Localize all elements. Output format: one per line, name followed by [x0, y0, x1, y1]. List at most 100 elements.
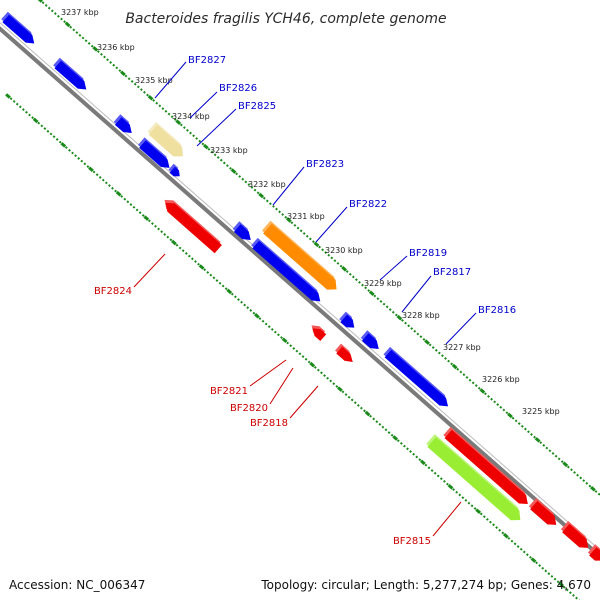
inner-scale-tick	[378, 422, 382, 426]
inner-scale-tick	[387, 431, 391, 434]
outer-scale-tick	[127, 77, 131, 81]
inner-scale-tick	[198, 264, 205, 270]
inner-scale-tick	[369, 414, 373, 418]
outer-scale-tick	[588, 484, 592, 488]
inner-scale-tick	[498, 528, 502, 532]
scale-label: 3236 kbp	[97, 43, 135, 52]
outer-scale-tick	[502, 408, 506, 412]
inner-scale-tick	[415, 455, 419, 459]
outer-scale-tick	[195, 137, 199, 140]
outer-scale-tick	[428, 343, 432, 347]
inner-scale-tick	[289, 344, 293, 348]
outer-scale-tick	[235, 172, 239, 176]
outer-scale-tick	[37, 0, 43, 3]
outer-scale-tick	[158, 104, 162, 108]
inner-scale-tick	[510, 539, 514, 543]
outer-scale-tick	[330, 256, 334, 260]
gene-forward	[53, 57, 87, 90]
outer-scale-tick	[47, 6, 51, 10]
outer-scale-tick	[477, 386, 481, 390]
inner-scale-tick	[115, 190, 122, 197]
outer-scale-tick	[265, 199, 269, 203]
gene-reverse	[443, 426, 528, 504]
inner-scale-tick	[403, 444, 406, 448]
outer-scale-tick	[167, 112, 171, 116]
outer-scale-tick	[321, 248, 325, 252]
outer-scale-tick	[505, 411, 509, 415]
outer-scale-tick	[424, 339, 430, 345]
inner-scale-tick	[194, 260, 197, 263]
outer-scale-tick	[302, 232, 306, 235]
outer-scale-tick	[401, 319, 404, 322]
outer-scale-tick	[87, 42, 91, 45]
inner-scale-tick	[513, 542, 517, 546]
scale-label: 3231 kbp	[287, 212, 325, 221]
inner-scale-tick	[9, 97, 13, 101]
outer-scale-tick	[474, 384, 478, 387]
outer-scale-tick	[139, 88, 143, 92]
outer-scale-tick	[545, 446, 549, 450]
outer-scale-tick	[548, 449, 552, 453]
outer-scale-tick	[431, 346, 435, 349]
scale-label: 3237 kbp	[61, 8, 99, 17]
outer-scale-tick	[213, 153, 217, 157]
inner-scale-tick	[436, 474, 440, 478]
outer-scale-tick	[562, 461, 569, 468]
outer-scale-tick	[318, 245, 321, 249]
topology-text: Topology: circular; Length: 5,277,274 bp…	[261, 578, 591, 592]
outer-scale-tick	[305, 234, 309, 238]
inner-scale-tick	[418, 458, 422, 462]
inner-scale-tick	[461, 496, 465, 500]
outer-scale-tick	[308, 237, 312, 241]
outer-scale-tick	[396, 314, 403, 321]
inner-scale-tick	[169, 238, 173, 242]
inner-scale-tick	[470, 504, 474, 508]
outer-scale-tick	[69, 25, 73, 29]
inner-scale-tick	[230, 292, 234, 296]
inner-scale-tick	[111, 186, 114, 190]
gene-labels-reverse: BF2824 BF2821 BF2820 BF2818 BF2815	[94, 286, 431, 547]
outer-scale-tick	[118, 69, 122, 73]
outer-scale-tick	[410, 327, 414, 330]
inner-scale-tick	[442, 479, 446, 483]
gene-label-bf2827: BF2827	[188, 55, 226, 66]
outer-scale-tick	[484, 392, 487, 396]
gene-highlight-tan	[147, 121, 184, 157]
inner-scale-tick	[209, 273, 213, 277]
outer-scale-tick	[311, 240, 315, 244]
inner-scale-tick	[15, 102, 19, 106]
outer-scale-tick	[64, 21, 71, 28]
inner-scale-tick	[206, 271, 210, 274]
outer-scale-tick	[241, 177, 245, 181]
outer-scale-tick	[517, 422, 521, 426]
inner-scale-tick	[74, 154, 78, 158]
inner-scale-tick	[575, 596, 578, 600]
inner-scale-tick	[485, 517, 489, 521]
scale-label: 3225 kbp	[522, 407, 560, 416]
outer-scale-tick	[313, 241, 320, 248]
outer-scale-tick	[573, 471, 576, 474]
inner-scale-tick	[430, 469, 434, 472]
inner-scale-tick	[175, 243, 179, 247]
inner-scale-tick	[558, 581, 565, 588]
scale-label: 3230 kbp	[325, 246, 363, 255]
outer-scale-tick	[590, 485, 596, 492]
inner-scale-tick	[277, 333, 280, 337]
inner-scale-tick	[344, 393, 348, 396]
inner-scale-tick	[71, 151, 74, 155]
inner-scale-tick	[439, 477, 443, 481]
scale-label: 3228 kbp	[402, 311, 440, 320]
inner-scale-tick	[292, 346, 296, 350]
inner-scale-tick	[108, 184, 111, 187]
outer-scale-tick	[373, 294, 377, 298]
outer-scale-tick	[364, 286, 368, 290]
gene-forward	[1, 11, 35, 44]
gene-label-bf2823: BF2823	[306, 159, 344, 170]
inner-scale-tick	[215, 279, 219, 282]
outer-scale-tick	[459, 370, 463, 374]
inner-scale-tick	[101, 178, 105, 182]
inner-scale-tick	[347, 395, 351, 399]
inner-scale-tick	[392, 435, 399, 441]
outer-scale-tick	[447, 359, 450, 363]
gene-labels-forward: BF2827 BF2826 BF2825 BF2823 BF2822 BF281…	[188, 55, 516, 316]
